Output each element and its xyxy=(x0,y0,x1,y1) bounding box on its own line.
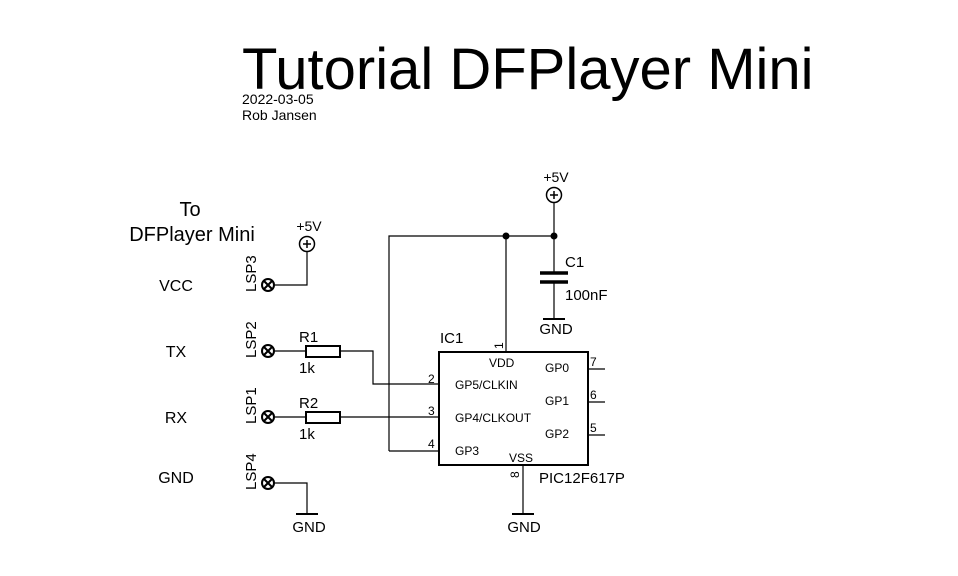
resistor-r1 xyxy=(305,345,341,358)
vcc-label-right: +5V xyxy=(543,169,569,185)
wire-vcc xyxy=(274,252,308,286)
connector-heading-line2: DFPlayer Mini xyxy=(129,224,255,246)
signal-label-rx: RX xyxy=(165,410,188,427)
ic1-pin-vss-name: VSS xyxy=(509,451,533,465)
wire-gnd-left xyxy=(274,482,308,513)
ic1-pin-gp3-name: GP3 xyxy=(455,444,479,458)
signal-label-gnd: GND xyxy=(158,470,194,487)
schematic-date: 2022-03-05 xyxy=(242,91,314,107)
ic1-pin4-number: 4 xyxy=(428,437,435,451)
connector-heading-line1: To xyxy=(179,199,200,221)
ic1-pin-gp2-name: GP2 xyxy=(545,427,569,441)
resistor-r1-value: 1k xyxy=(299,360,315,377)
connector-ref-lsp4: LSP4 xyxy=(243,453,260,490)
capacitor-c1-ref: C1 xyxy=(565,254,584,271)
vcc-symbol-right xyxy=(545,186,563,204)
connector-ref-lsp3: LSP3 xyxy=(243,255,260,292)
wire-r1-gp5 xyxy=(340,350,440,385)
signal-label-tx: TX xyxy=(166,344,187,361)
resistor-r1-ref: R1 xyxy=(299,329,318,346)
solder-pad-lsp3 xyxy=(261,278,275,292)
solder-pad-lsp4 xyxy=(261,476,275,490)
ic1-pin8-number: 8 xyxy=(508,471,522,478)
signal-label-vcc: VCC xyxy=(159,278,193,295)
gnd-label-left: GND xyxy=(292,519,326,536)
solder-pad-lsp2 xyxy=(261,344,275,358)
ic1-pin-gp0-name: GP0 xyxy=(545,361,569,375)
schematic-title: Tutorial DFPlayer Mini xyxy=(242,37,814,102)
vcc-label-left: +5V xyxy=(296,218,322,234)
ic1-pin-vdd-name: VDD xyxy=(489,356,515,370)
connector-ref-lsp2: LSP2 xyxy=(243,321,260,358)
ic1-ref: IC1 xyxy=(440,330,463,347)
ic1-pin2-number: 2 xyxy=(428,372,435,386)
gnd-label-ic: GND xyxy=(507,519,541,536)
ic1-pin7-number: 7 xyxy=(590,355,597,369)
wire-vdd-net xyxy=(388,235,554,451)
ic1-pin1-number: 1 xyxy=(492,342,506,349)
resistor-r2 xyxy=(305,411,341,424)
gnd-label-cap: GND xyxy=(539,321,573,338)
ic1-part: PIC12F617P xyxy=(539,470,625,487)
ic1-pin6-number: 6 xyxy=(590,388,597,402)
junction-vdd xyxy=(502,232,510,240)
schematic-author: Rob Jansen xyxy=(242,107,317,123)
capacitor-c1-value: 100nF xyxy=(565,287,608,304)
ic1-pin3-number: 3 xyxy=(428,404,435,418)
ic1-pin-gp4-name: GP4/CLKOUT xyxy=(455,411,532,425)
ic1-pin-gp1-name: GP1 xyxy=(545,394,569,408)
resistor-r2-value: 1k xyxy=(299,426,315,443)
ic1-pin-gp5-name: GP5/CLKIN xyxy=(455,378,518,392)
vcc-symbol-left xyxy=(298,235,316,253)
resistor-r2-ref: R2 xyxy=(299,395,318,412)
ic1-pin5-number: 5 xyxy=(590,421,597,435)
connector-ref-lsp1: LSP1 xyxy=(243,387,260,424)
solder-pad-lsp1 xyxy=(261,410,275,424)
ic1-body xyxy=(438,351,589,466)
